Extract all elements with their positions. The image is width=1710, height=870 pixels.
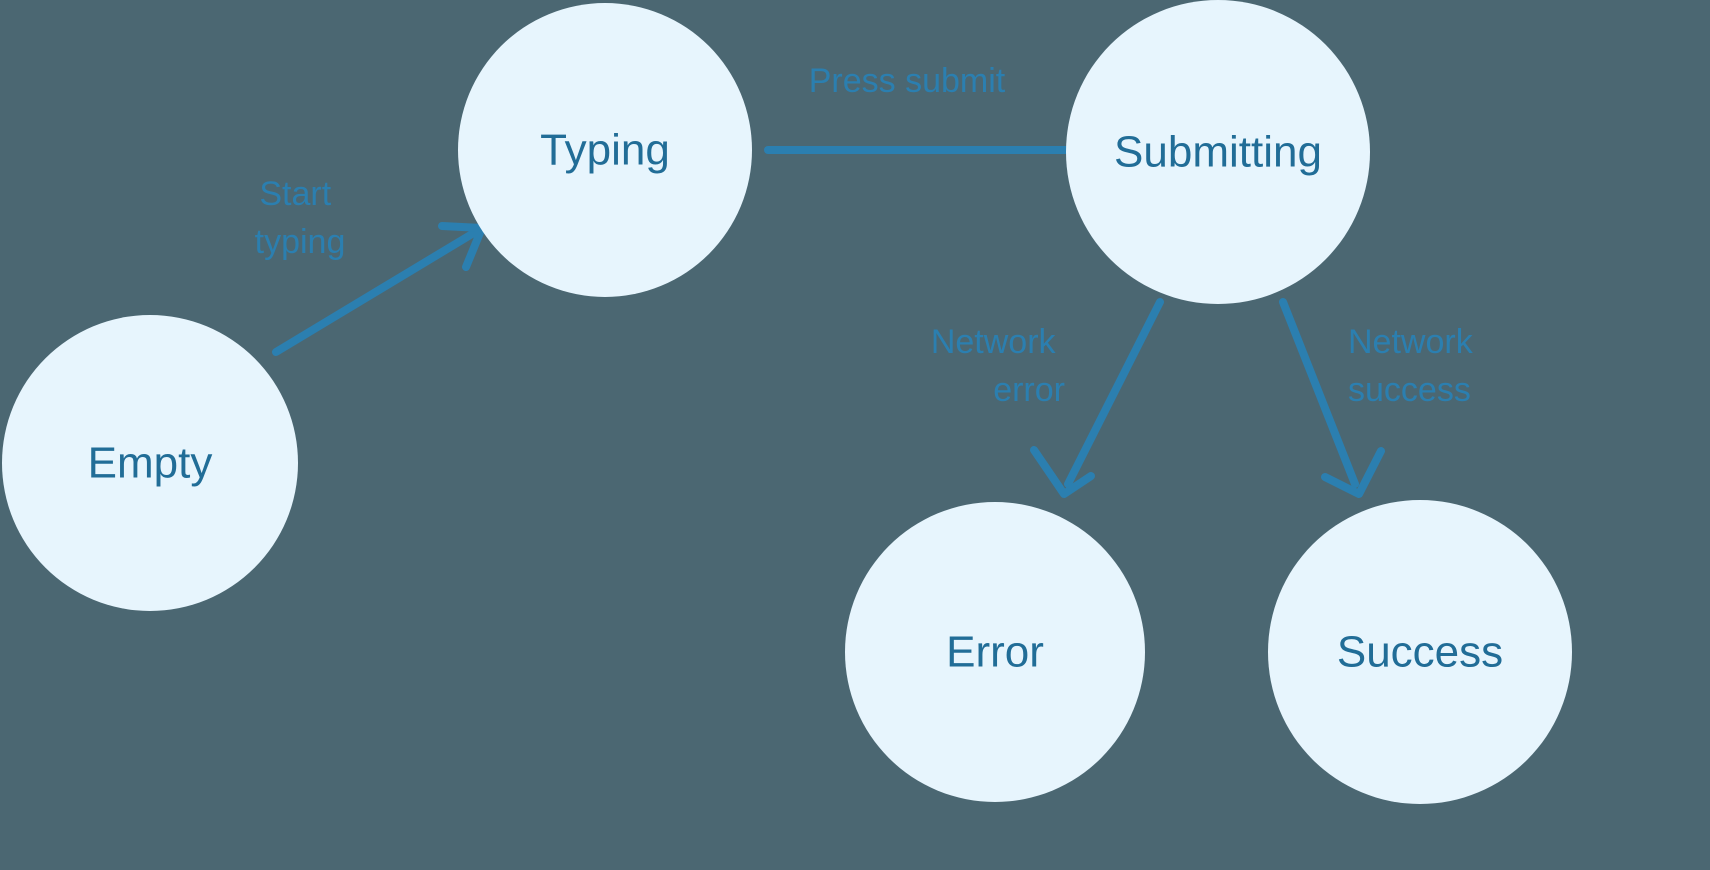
node-circle [2,315,298,611]
edge-line [272,224,486,356]
edge-label-line: Network [931,323,1057,361]
nodes-layer: Empty Typing Submitting Error Success [2,0,1572,804]
node-label: Success [1337,628,1503,677]
node-label: Submitting [1114,128,1322,177]
edge-line [1279,298,1359,488]
edge-line [1064,298,1164,488]
edge-submitting-to-success[interactable]: Network success [1279,298,1482,498]
state-node-empty[interactable]: Empty [2,315,298,611]
node-label: Empty [88,439,213,488]
edge-label-line: Press submit [809,62,1006,100]
node-circle [458,3,752,297]
edge-label-line: Network [1348,323,1474,361]
edge-label-line: success [1348,371,1471,409]
node-circle [1066,0,1370,304]
edge-label-network-success: Network success [1348,323,1482,409]
state-node-typing[interactable]: Typing [458,3,752,297]
arrowhead-icon [1030,446,1095,498]
edge-label-start-typing: Start typing [255,175,346,261]
node-label: Typing [540,126,670,175]
node-circle [845,502,1145,802]
state-node-submitting[interactable]: Submitting [1066,0,1370,304]
edges-layer: Start typing Press submit Network error [255,62,1482,498]
edge-label-line: typing [255,223,346,261]
arrowhead-icon [1321,447,1385,498]
edge-empty-to-typing[interactable]: Start typing [255,175,486,356]
edge-submitting-to-error[interactable]: Network error [931,298,1164,498]
state-node-error[interactable]: Error [845,502,1145,802]
state-node-success[interactable]: Success [1268,500,1572,804]
edge-label-network-error: Network error [931,323,1065,409]
edge-label-press-submit: Press submit [809,62,1006,100]
node-label: Error [946,628,1044,677]
node-circle [1268,500,1572,804]
edge-label-line: error [993,371,1065,409]
edge-label-line: Start [259,175,331,213]
